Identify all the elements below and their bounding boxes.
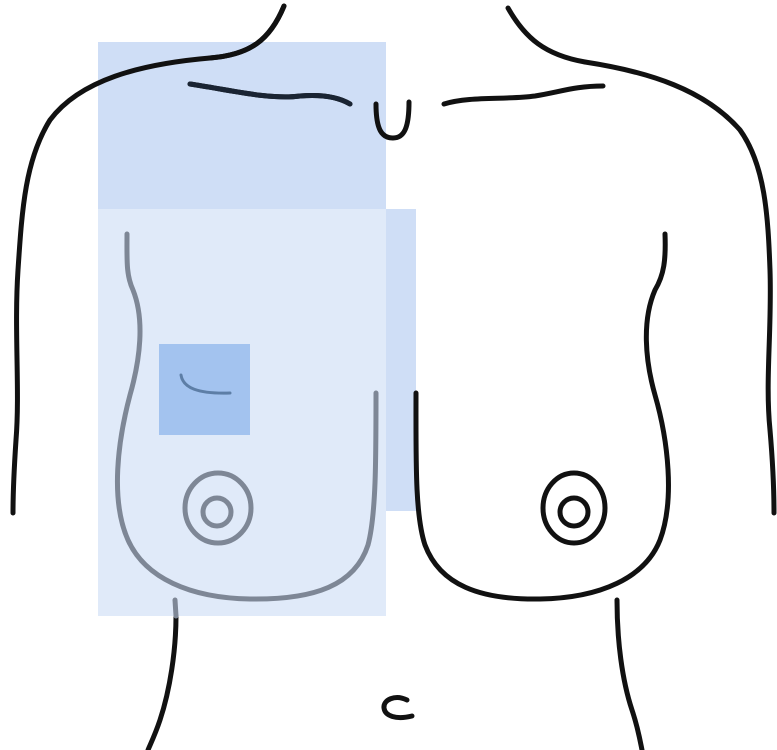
lower-torso-left-dark [148, 616, 176, 750]
selected-quadrant-region[interactable] [159, 344, 250, 435]
navel [384, 698, 412, 718]
lower-torso-right [617, 600, 642, 750]
inner-medial-region[interactable] [386, 209, 416, 511]
clavicle-right [444, 86, 603, 104]
nipple-right-outer [543, 473, 605, 543]
torso-line-right [416, 234, 668, 599]
nipple-right-inner [560, 498, 588, 526]
neck-right-line [508, 8, 585, 62]
right-shoulder-outline [585, 62, 774, 513]
lower-torso-left-muted [175, 600, 176, 616]
